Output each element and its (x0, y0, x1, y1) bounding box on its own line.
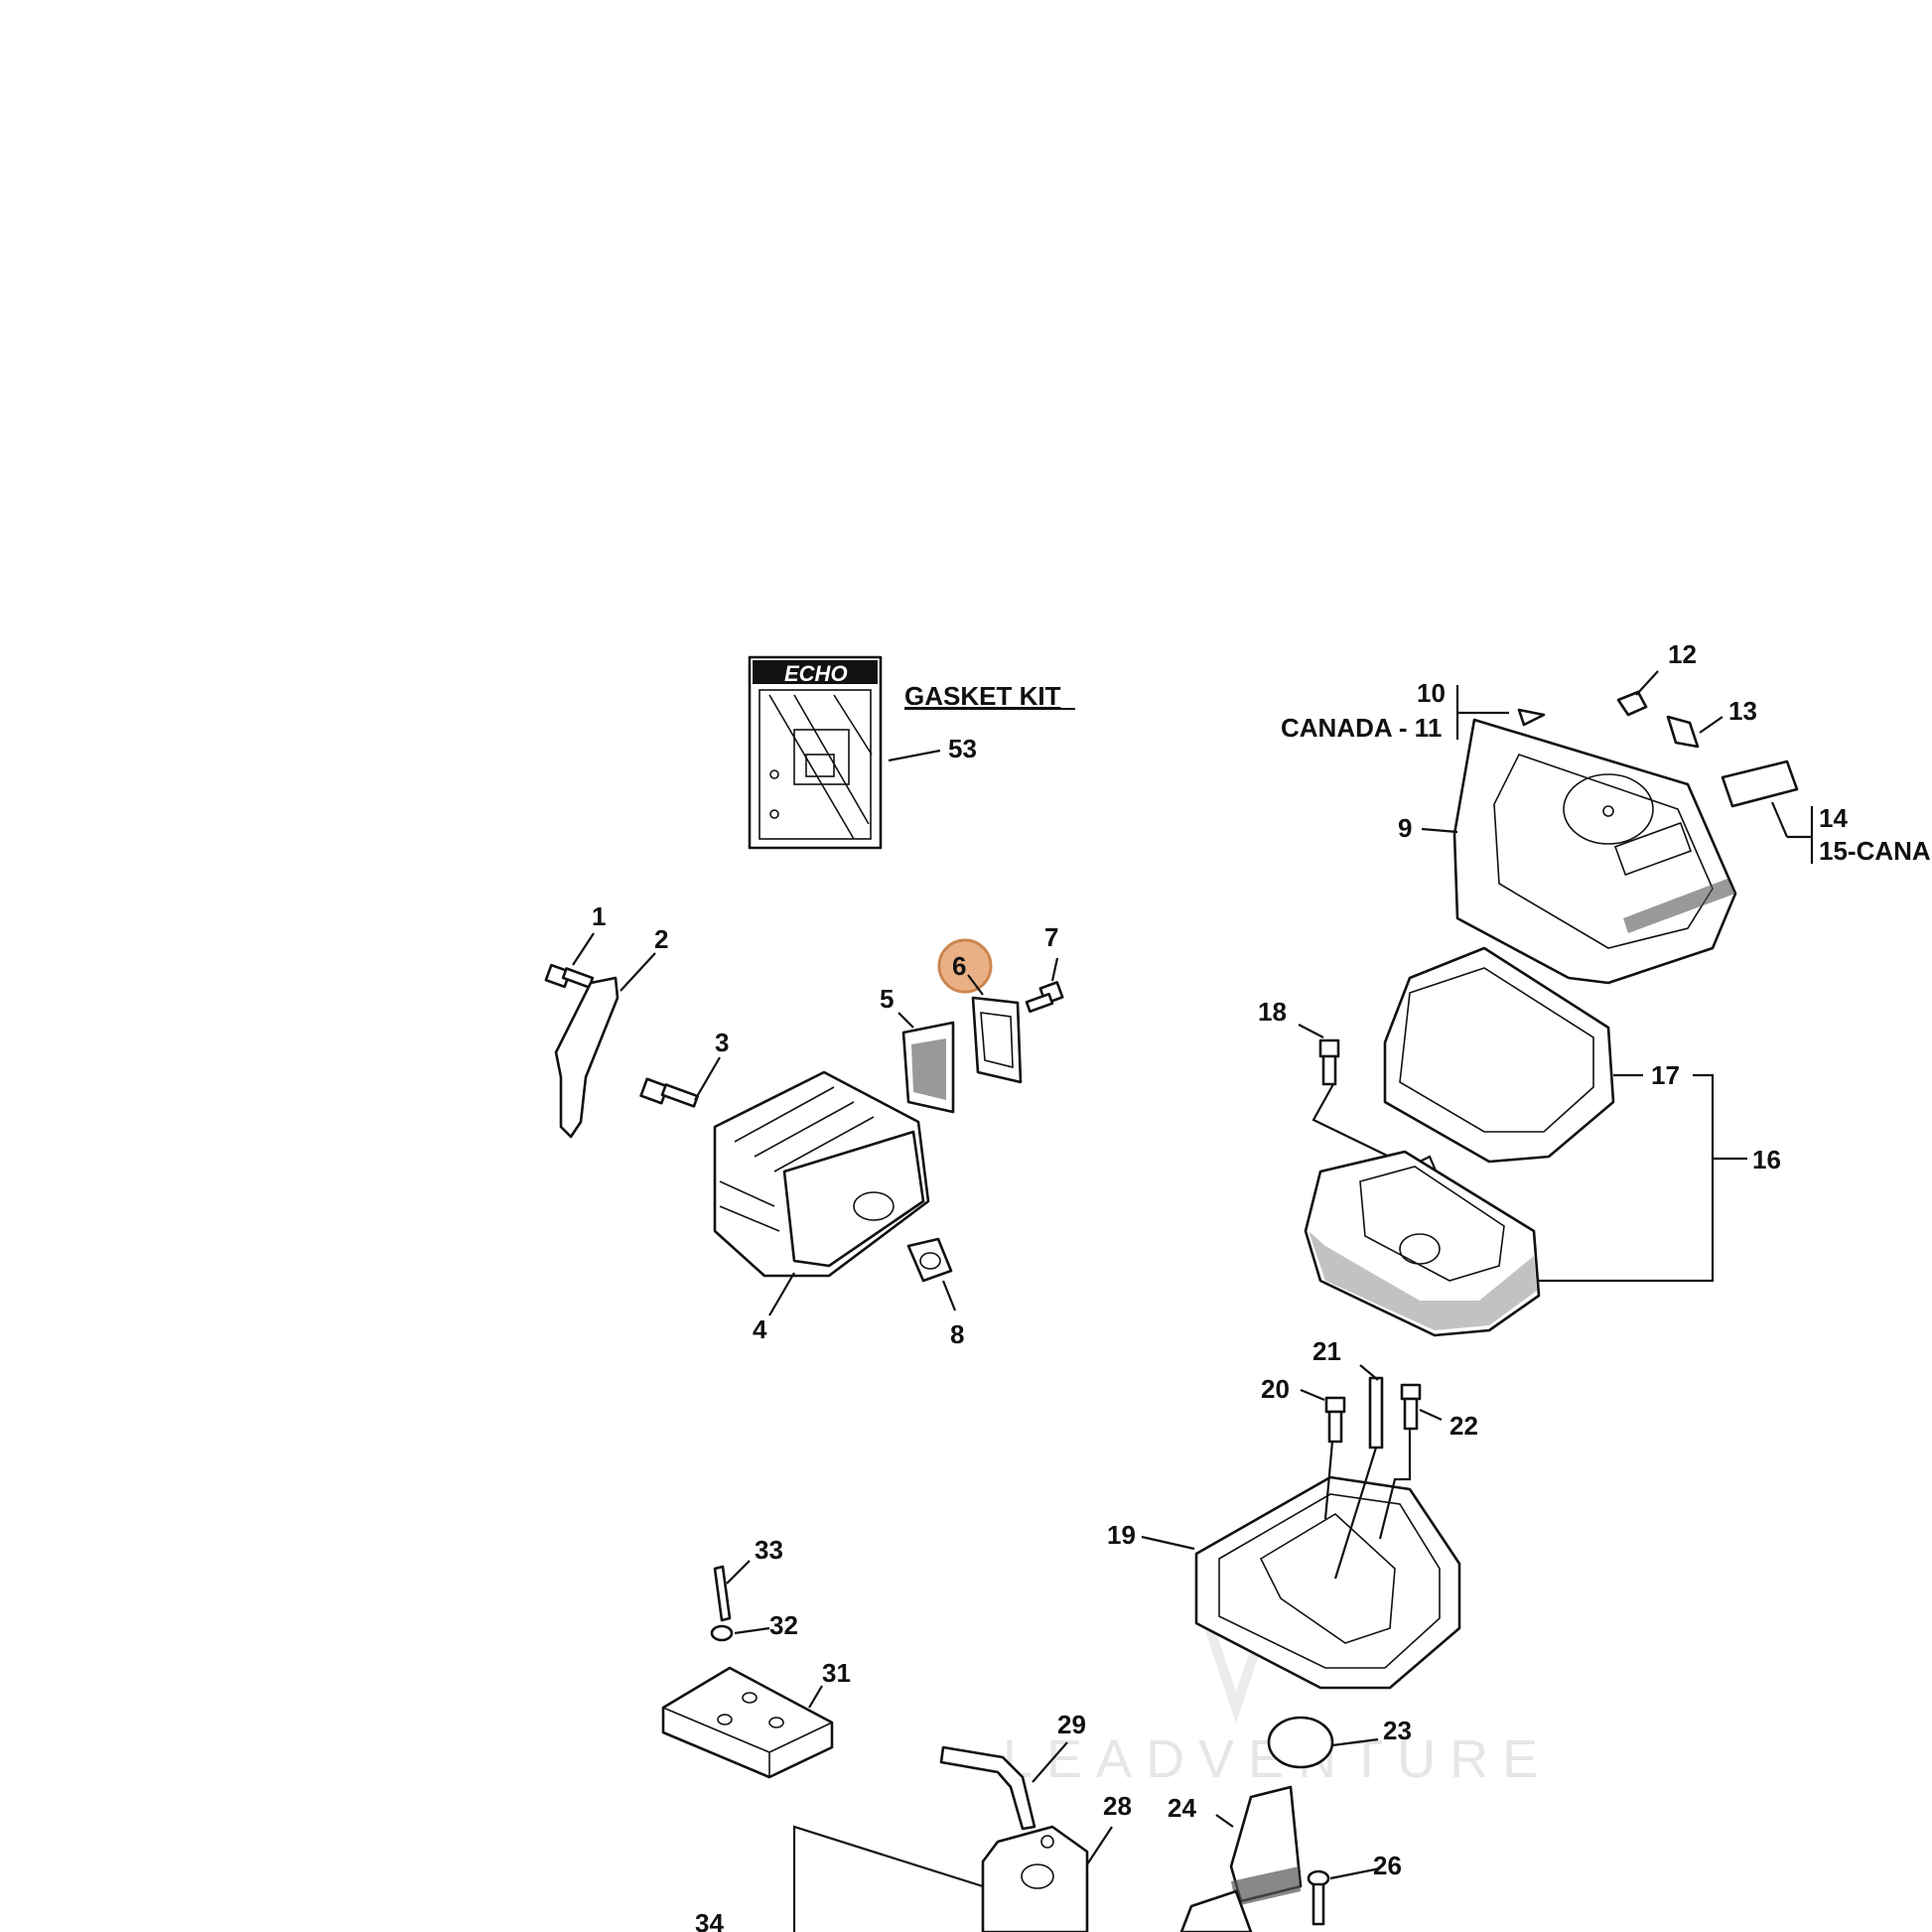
callout-9[interactable]: 9 (1398, 813, 1412, 843)
part-32-washer[interactable] (710, 1624, 734, 1642)
part-2-bracket[interactable] (554, 976, 620, 1139)
part-8-muffler-gasket[interactable] (906, 1237, 953, 1283)
callout-4[interactable]: 4 (753, 1314, 767, 1344)
callout-19[interactable]: 19 (1107, 1520, 1136, 1550)
part-17-filter-frame[interactable] (1383, 946, 1615, 1164)
part-29-fuel-hose[interactable] (939, 1745, 1036, 1831)
part-16-air-filter[interactable] (1304, 1150, 1541, 1337)
callout-53[interactable]: 53 (948, 734, 977, 763)
part-7-bolt[interactable] (1025, 981, 1064, 1014)
callout-28[interactable]: 28 (1103, 1791, 1132, 1821)
part-14-decal[interactable] (1721, 759, 1799, 808)
part-4-muffler[interactable] (713, 1070, 930, 1278)
callout-2[interactable]: 2 (654, 924, 668, 954)
callout-17[interactable]: 17 (1651, 1060, 1680, 1090)
part-28-carburetor[interactable] (981, 1825, 1089, 1932)
callout-22[interactable]: 22 (1449, 1411, 1478, 1441)
callout-15[interactable]: 15-CANA (1819, 836, 1931, 866)
callout-13[interactable]: 13 (1728, 696, 1757, 726)
part-24-intake-joint[interactable] (1229, 1785, 1303, 1906)
part-23-o-ring[interactable] (1267, 1716, 1334, 1769)
callout-14[interactable]: 14 (1819, 803, 1848, 833)
part-19-air-base[interactable] (1194, 1430, 1461, 1690)
callout-1[interactable]: 1 (592, 901, 606, 931)
callout-18[interactable]: 18 (1258, 997, 1287, 1027)
callout-24[interactable]: 24 (1168, 1793, 1196, 1823)
callout-32[interactable]: 32 (769, 1610, 798, 1640)
part-22-screw[interactable] (1400, 1383, 1422, 1431)
echo-logo: ECHO (784, 661, 848, 686)
part-20-screw[interactable] (1324, 1396, 1346, 1444)
part-25-partial (1179, 1889, 1253, 1932)
part-9-air-cover[interactable] (1452, 718, 1737, 985)
part-3-bolt[interactable] (639, 1077, 699, 1108)
callout-31[interactable]: 31 (822, 1658, 851, 1688)
part-26-screw[interactable] (1307, 1869, 1330, 1926)
callout-12[interactable]: 12 (1668, 639, 1697, 669)
callout-3[interactable]: 3 (715, 1028, 729, 1057)
callout-33[interactable]: 33 (755, 1535, 783, 1565)
part-31-insulator[interactable] (661, 1666, 834, 1779)
gasket-kit-title: GASKET KIT (904, 681, 1061, 711)
part-21-stud[interactable] (1368, 1376, 1384, 1449)
part-1-bolt[interactable] (544, 963, 595, 989)
part-5-spark-screen[interactable] (901, 1021, 955, 1114)
callout-34[interactable]: 34 (695, 1908, 724, 1932)
callout-6[interactable]: 6 (952, 951, 966, 981)
part-12-knob[interactable] (1616, 690, 1648, 717)
callout-10[interactable]: 10 (1417, 678, 1446, 708)
part-10-decal[interactable] (1517, 708, 1546, 727)
part-18-screw[interactable] (1318, 1038, 1340, 1086)
part-6-gasket[interactable] (971, 996, 1023, 1084)
callout-7[interactable]: 7 (1044, 922, 1058, 952)
part-13-decal[interactable] (1666, 715, 1700, 749)
callout-8[interactable]: 8 (950, 1319, 964, 1349)
callout-29[interactable]: 29 (1057, 1710, 1086, 1739)
callout-11[interactable]: CANADA - 11 (1281, 713, 1442, 743)
callout-20[interactable]: 20 (1261, 1374, 1290, 1404)
callout-26[interactable]: 26 (1373, 1851, 1402, 1880)
callout-5[interactable]: 5 (880, 984, 894, 1014)
part-33-pin[interactable] (713, 1565, 732, 1622)
callout-16[interactable]: 16 (1752, 1145, 1781, 1174)
callout-21[interactable]: 21 (1312, 1336, 1341, 1366)
callout-23[interactable]: 23 (1383, 1716, 1412, 1745)
callout-6-highlight[interactable] (937, 938, 993, 994)
gasket-kit-box[interactable]: ECHO (748, 655, 883, 850)
